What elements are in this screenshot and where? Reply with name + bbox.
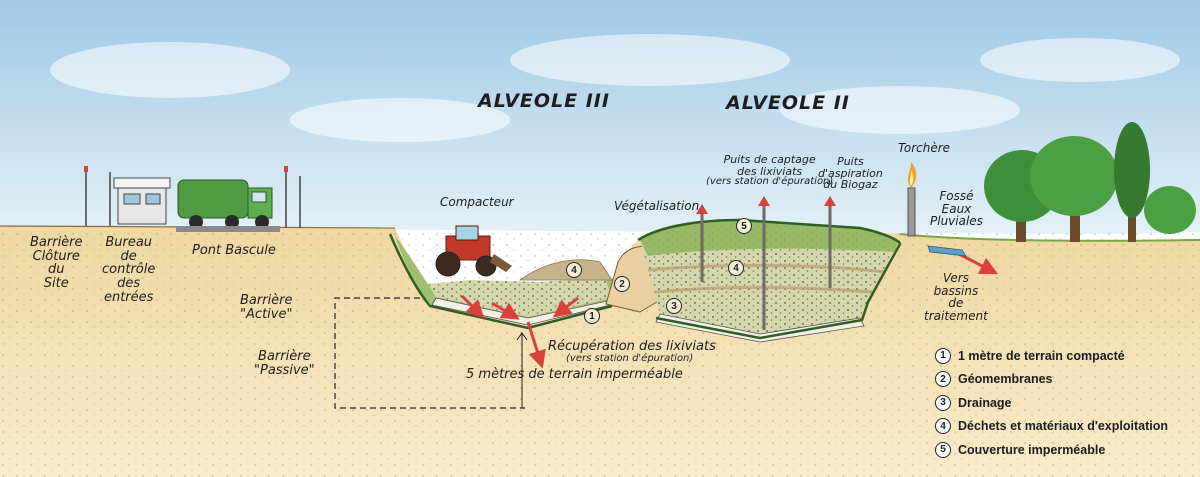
leachate-recovery-sublabel: (vers station d'épuration): [566, 353, 694, 364]
impermeable-zone-outline: [334, 297, 525, 409]
rain-ditch-label: Fossé Eaux Pluviales: [930, 189, 983, 229]
sky: [0, 0, 1200, 234]
legend-number: 1: [935, 347, 951, 364]
rain-ditch: [927, 245, 967, 257]
trees: [984, 122, 1196, 242]
cell-alveole-2: [637, 196, 902, 343]
legend-text: 1 mètre de terrain compacté: [958, 348, 1125, 363]
legend-number: 5: [935, 441, 951, 458]
marker-3: 3: [666, 298, 682, 314]
legend-item: 5 Couverture imperméable: [935, 438, 1168, 462]
weighbridge-label: Pont Bascule: [192, 243, 276, 258]
flare-label: Torchère: [898, 141, 951, 155]
garbage-truck: [177, 179, 273, 229]
vegetation-label: Végétalisation: [614, 199, 700, 213]
leachate-wells-label: Puits de captage des lixiviats (vers sta…: [706, 153, 834, 188]
impermeable-ground-label: 5 mètres de terrain imperméable: [466, 367, 683, 382]
legend-item: 2 Géomembranes: [935, 368, 1168, 392]
legend-text: Couverture imperméable: [958, 442, 1106, 457]
marker-5: 5: [736, 218, 752, 234]
fence-posts: [85, 168, 301, 228]
legend-number: 4: [935, 418, 951, 435]
compactor-label: Compacteur: [440, 195, 514, 209]
weighbridge: [176, 226, 280, 232]
alveole-2-title: ALVEOLE II: [726, 92, 850, 114]
passive-barrier-label: Barrière "Passive": [254, 349, 315, 378]
active-barrier-label: Barrière "Active": [240, 293, 293, 322]
clouds: [50, 34, 1180, 142]
legend-text: Drainage: [958, 395, 1012, 410]
entry-control-office-label: Bureau de contrôle des entrées: [102, 235, 156, 305]
leachate-recovery-label: Récupération des lixiviats: [548, 339, 716, 354]
legend-item: 1 1 mètre de terrain compacté: [935, 344, 1168, 368]
legend-number: 3: [935, 394, 951, 411]
biogas-wells-label: Puits d'aspiration du Biogaz: [818, 155, 883, 192]
legend-item: 3 Drainage: [935, 391, 1168, 415]
marker-2: 2: [614, 276, 630, 292]
legend-text: Déchets et matériaux d'exploitation: [958, 419, 1168, 434]
marker-4-left: 4: [566, 262, 582, 278]
site-fence-label: Barrière Clôture du Site: [30, 235, 83, 291]
alveole-3-title: ALVEOLE III: [478, 90, 610, 112]
legend-text: Géomembranes: [958, 372, 1053, 387]
treatment-basins-label: Vers bassins de traitement: [924, 271, 988, 323]
control-office: [113, 177, 171, 225]
marker-1: 1: [584, 308, 600, 324]
legend: 1 1 mètre de terrain compacté 2 Géomembr…: [935, 344, 1168, 462]
legend-number: 2: [935, 371, 951, 388]
legend-item: 4 Déchets et matériaux d'exploitation: [935, 415, 1168, 439]
marker-4-right: 4: [728, 260, 744, 276]
wells: [700, 206, 832, 330]
flare-torch: [907, 162, 917, 237]
compactor: [435, 225, 512, 277]
